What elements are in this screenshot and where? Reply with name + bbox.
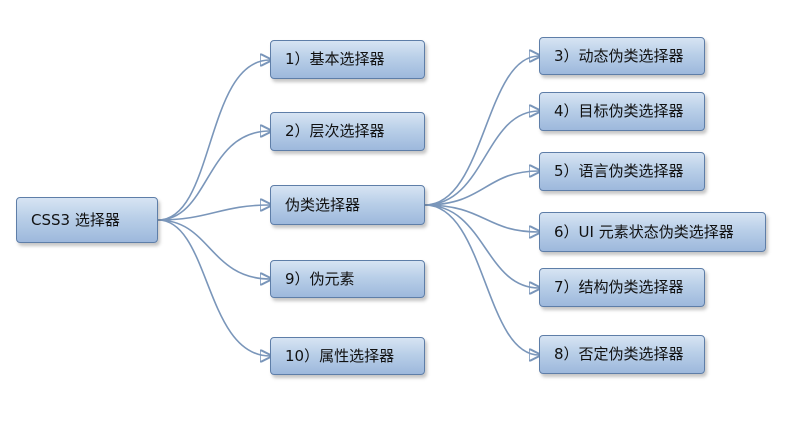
- node-structural-pseudo-class-label: 7）结构伪类选择器: [554, 278, 684, 296]
- connector-root-to-attribute: [157, 219, 270, 356]
- node-negation-pseudo-class-label: 8）否定伪类选择器: [554, 345, 684, 363]
- node-pseudo-elements: 9）伪元素: [270, 260, 425, 298]
- node-pseudo-elements-label: 9）伪元素: [285, 269, 355, 288]
- node-language-pseudo-class-label: 5）语言伪类选择器: [554, 162, 684, 180]
- connector-pseudo-to-target: [424, 111, 539, 206]
- node-ui-state-pseudo-class-label: 6）UI 元素状态伪类选择器: [554, 222, 734, 241]
- node-language-pseudo-class: 5）语言伪类选择器: [539, 152, 705, 191]
- node-dynamic-pseudo-class: 3）动态伪类选择器: [539, 37, 705, 75]
- connector-pseudo-to-language: [424, 171, 539, 206]
- node-css3-selectors: CSS3 选择器: [16, 197, 158, 243]
- connector-pseudo-to-dynamic: [424, 56, 539, 206]
- node-hierarchy-selectors-label: 2）层次选择器: [285, 122, 385, 140]
- connector-pseudo-to-ui-state: [424, 204, 539, 232]
- node-target-pseudo-class: 4）目标伪类选择器: [539, 92, 705, 131]
- connector-root-to-pseudo-class: [157, 205, 270, 221]
- node-negation-pseudo-class: 8）否定伪类选择器: [539, 335, 705, 374]
- node-css3-selectors-label: CSS3 选择器: [31, 210, 120, 229]
- node-attribute-selectors: 10）属性选择器: [270, 337, 425, 375]
- connector-pseudo-to-negation: [424, 204, 539, 355]
- node-attribute-selectors-label: 10）属性选择器: [285, 346, 395, 365]
- node-pseudo-class-selectors: 伪类选择器: [270, 185, 425, 225]
- node-hierarchy-selectors: 2）层次选择器: [270, 112, 425, 151]
- node-structural-pseudo-class: 7）结构伪类选择器: [539, 268, 705, 307]
- connector-root-to-basic: [157, 60, 270, 221]
- connector-root-to-pseudo-element: [157, 219, 270, 279]
- node-pseudo-class-selectors-label: 伪类选择器: [285, 195, 361, 214]
- connector-root-to-hierarchy: [157, 131, 270, 221]
- node-basic-selectors-label: 1）基本选择器: [285, 50, 385, 68]
- node-basic-selectors: 1）基本选择器: [270, 40, 425, 79]
- node-dynamic-pseudo-class-label: 3）动态伪类选择器: [554, 46, 684, 65]
- node-target-pseudo-class-label: 4）目标伪类选择器: [554, 102, 684, 120]
- node-ui-state-pseudo-class: 6）UI 元素状态伪类选择器: [539, 212, 766, 252]
- connector-pseudo-to-structural: [424, 204, 539, 288]
